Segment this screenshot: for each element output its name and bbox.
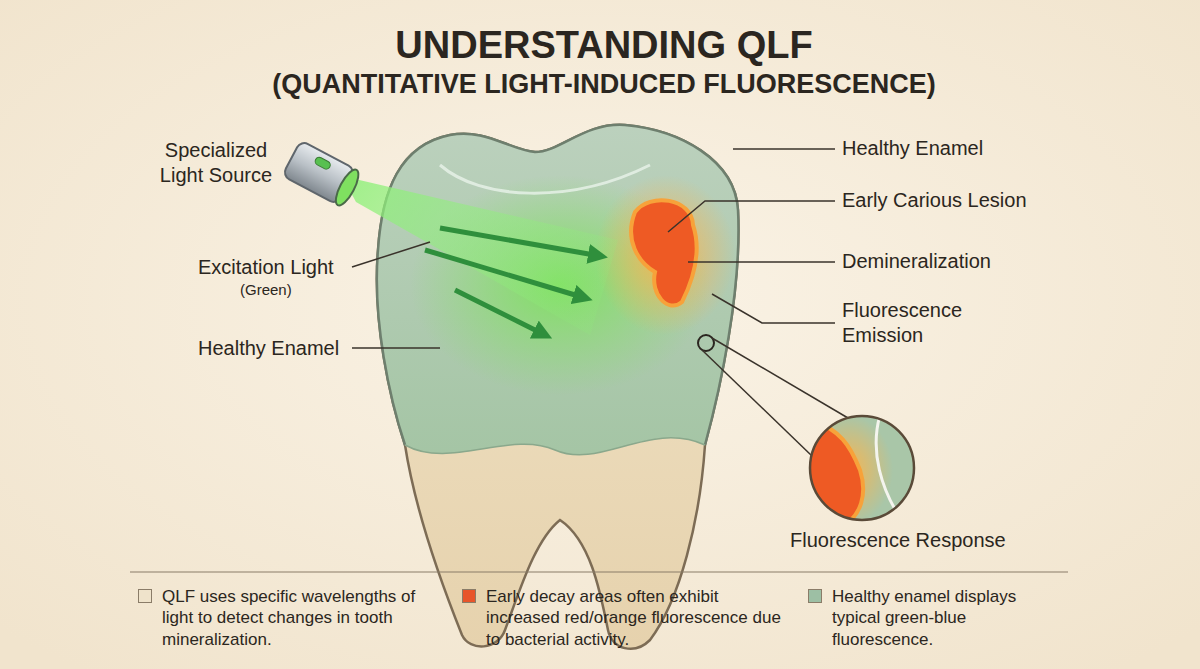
divider-line	[130, 571, 1068, 572]
title: UNDERSTANDING QLF	[4, 22, 1200, 70]
part-label: Healthy Enamel	[198, 336, 348, 361]
part-label: Healthy Enamel	[842, 136, 1042, 161]
legend-swatch	[808, 589, 822, 603]
part-label: Fluorescence Response	[790, 528, 1030, 553]
part-label: Demineralization	[842, 249, 1042, 274]
subtitle: (QUANTITATIVE LIGHT-INDUCED FLUORESCENCE…	[4, 68, 1200, 102]
legend-swatch	[138, 589, 152, 603]
part-note: (Green)	[240, 281, 310, 300]
magnified-view	[803, 410, 920, 525]
part-label: Fluorescence Emission	[842, 298, 982, 348]
part-label: Specialized Light Source	[152, 138, 280, 188]
leader-lines	[352, 149, 848, 456]
light-source	[282, 140, 363, 208]
legend-text: QLF uses specific wavelengths of light t…	[162, 586, 447, 650]
legend-swatch	[462, 589, 476, 603]
legend-text: Early decay areas often exhibit increase…	[486, 586, 786, 650]
part-label: Excitation Light	[198, 255, 348, 280]
part-label: Early Carious Lesion	[842, 188, 1062, 213]
legend-text: Healthy enamel displays typical green-bl…	[832, 586, 1062, 650]
excitation-beam	[342, 176, 618, 335]
